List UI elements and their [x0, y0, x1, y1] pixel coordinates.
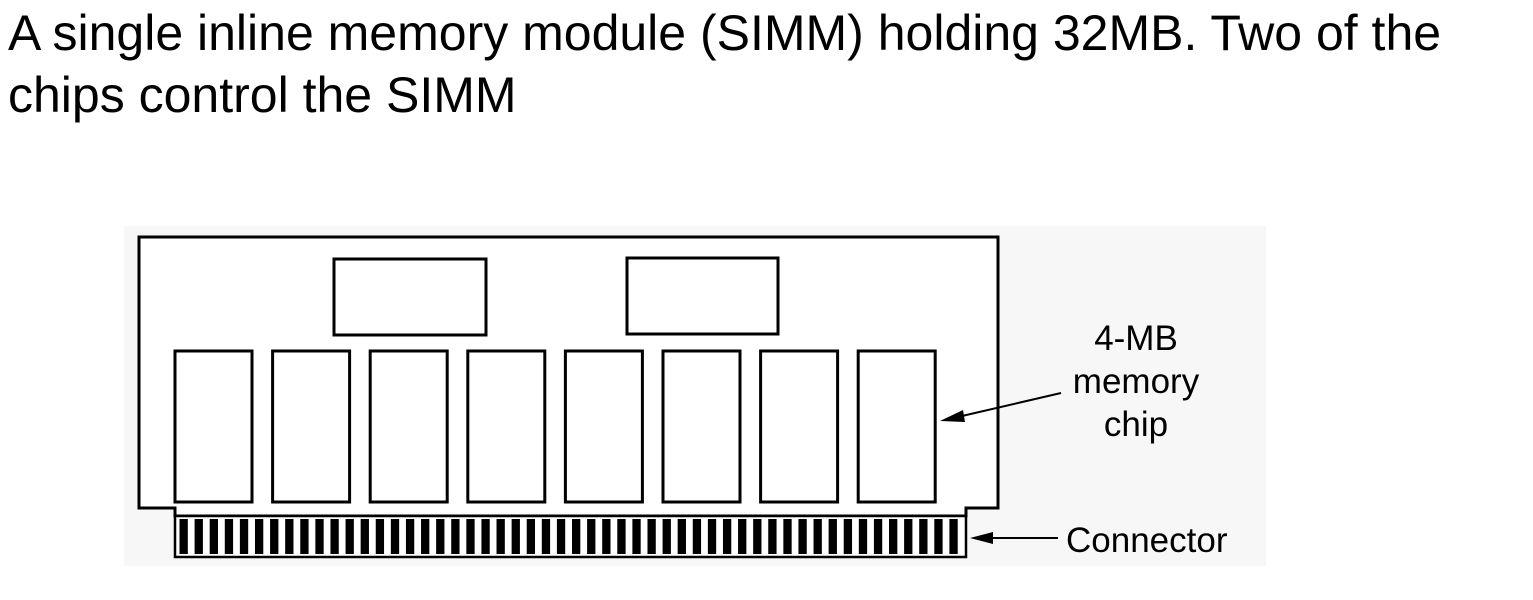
memory-chip-callout: 4-MB memory chip — [940, 319, 1200, 444]
connector-pin — [239, 519, 249, 554]
connector-pin — [572, 519, 581, 554]
connector-pin — [587, 519, 596, 554]
connector-pin — [224, 519, 234, 554]
connector-pin — [602, 519, 611, 554]
memory-chip — [466, 349, 547, 504]
connector-pin — [677, 519, 686, 554]
connector-pin — [315, 519, 324, 554]
connector-pin — [919, 519, 928, 554]
connector-pin — [481, 519, 490, 554]
memory-chips — [173, 349, 937, 504]
connector-pin — [889, 519, 898, 554]
control-chip — [332, 257, 488, 337]
memory-chip — [563, 349, 644, 504]
connector-pin — [813, 519, 822, 554]
connector-pin — [768, 519, 777, 554]
connector-pin — [783, 519, 792, 554]
connector-pin — [405, 519, 415, 554]
connector-arrowhead — [970, 532, 993, 544]
connector-pin — [345, 519, 354, 554]
connector-pin — [285, 519, 294, 554]
connector-pin — [390, 519, 400, 554]
control-chip — [625, 256, 780, 336]
connector-pin — [828, 519, 837, 554]
connector-pin — [662, 519, 671, 554]
connector-pin — [421, 519, 430, 554]
connector-pin — [904, 519, 913, 554]
connector-pin — [798, 519, 807, 554]
connector-pin — [738, 519, 747, 554]
memory-chip — [368, 349, 449, 504]
connector-pin — [526, 519, 536, 554]
connector-pin — [873, 519, 883, 554]
memory-chip-label-line2: memory — [1073, 362, 1200, 401]
connector-pin — [330, 519, 339, 554]
connector-pin — [451, 519, 460, 554]
connector-pin — [753, 519, 762, 554]
connector-pin — [934, 519, 943, 554]
connector-pins — [179, 519, 958, 554]
connector-pin — [511, 519, 520, 554]
connector-pin — [496, 519, 505, 554]
connector-pin — [270, 519, 279, 554]
connector-pin — [707, 519, 717, 554]
connector-pin — [209, 519, 218, 554]
memory-chip — [759, 349, 840, 504]
connector-pin — [692, 519, 702, 554]
memory-chip-arrowhead — [940, 410, 965, 422]
memory-chip — [661, 349, 742, 504]
connector-pin — [466, 519, 475, 554]
caption: A single inline memory module (SIMM) hol… — [8, 5, 1442, 123]
connector-pin — [647, 519, 656, 554]
connector-pin — [300, 519, 309, 554]
connector-pin — [436, 519, 445, 554]
connector-pin — [617, 519, 626, 554]
memory-chip — [856, 349, 937, 504]
connector-pin — [254, 519, 264, 554]
connector — [173, 514, 968, 559]
connector-pin — [360, 519, 369, 554]
memory-chip — [271, 349, 352, 504]
connector-pin — [194, 519, 203, 554]
connector-callout: Connector — [970, 521, 1228, 560]
connector-pin — [556, 519, 566, 554]
connector-pin — [541, 519, 551, 554]
connector-pin — [858, 519, 868, 554]
connector-pin — [375, 519, 385, 554]
connector-pin — [949, 519, 958, 554]
connector-pin — [843, 519, 853, 554]
memory-chip-arrow-line — [961, 392, 1062, 417]
connector-label: Connector — [1066, 521, 1228, 560]
memory-chip — [173, 349, 254, 504]
memory-chip-label-line3: chip — [1104, 405, 1168, 444]
control-chips — [332, 256, 780, 337]
connector-pin — [722, 519, 732, 554]
connector-pin — [179, 519, 188, 554]
connector-pin — [632, 519, 641, 554]
memory-chip-label-line1: 4-MB — [1094, 319, 1178, 358]
